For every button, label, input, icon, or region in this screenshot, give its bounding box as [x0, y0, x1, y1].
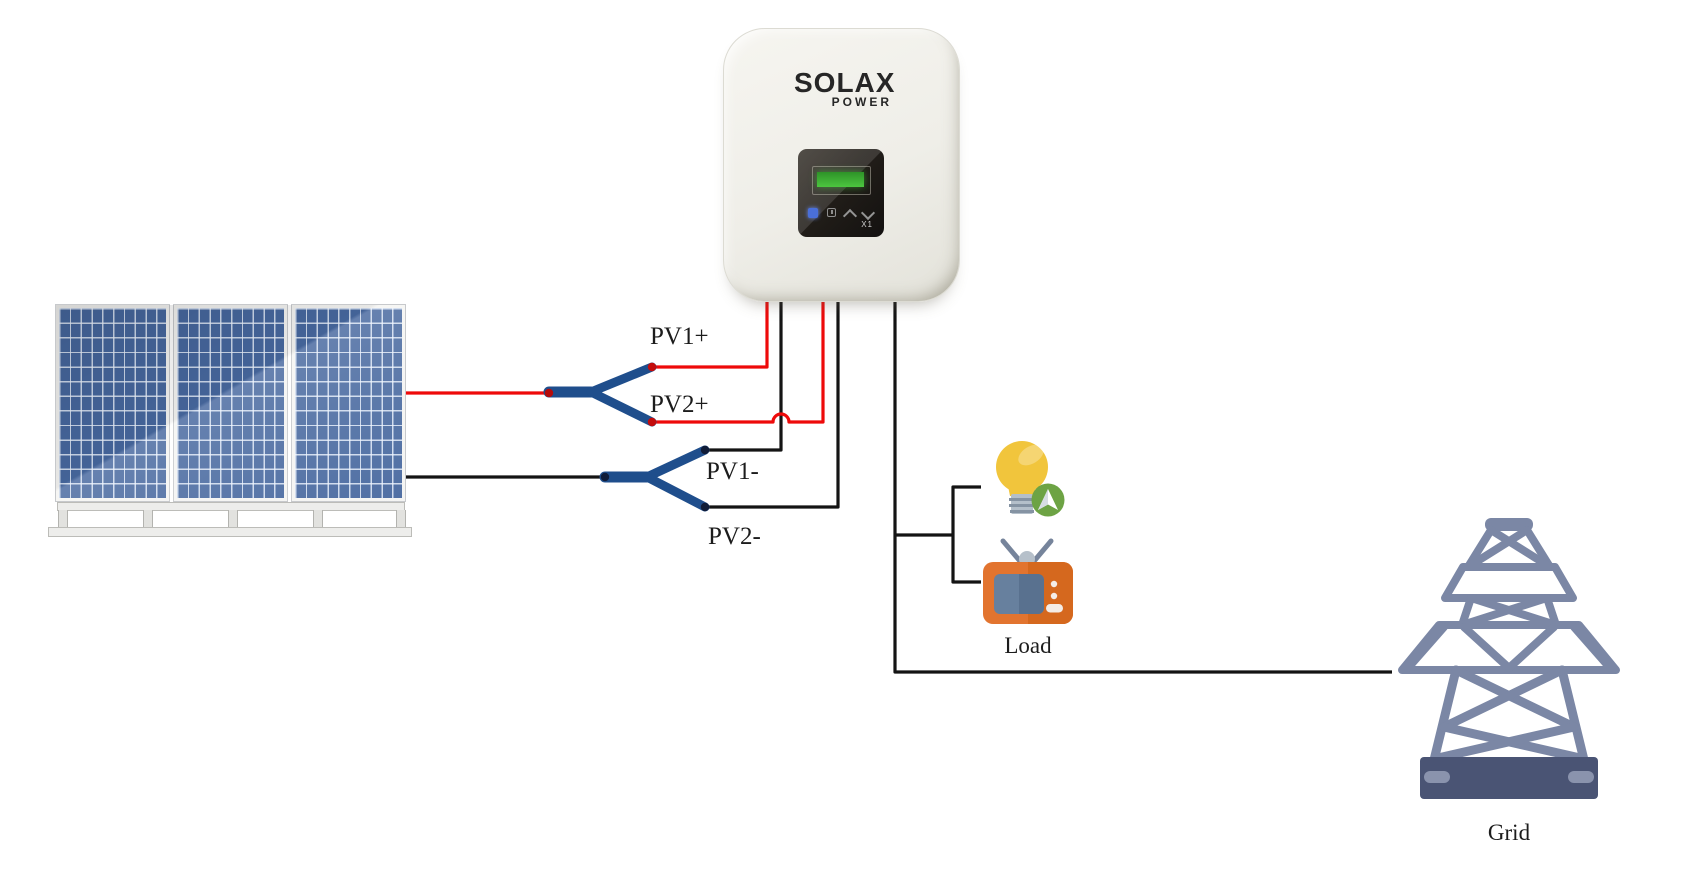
lcd-screen — [817, 172, 864, 187]
pv2-positive-wire — [652, 292, 825, 424]
pv2-plus-label: PV2+ — [650, 391, 709, 418]
solar-panel-module-2 — [173, 304, 288, 502]
tv-antenna — [1000, 538, 1054, 563]
negative-wires — [405, 292, 1392, 674]
brand-text: SOLAX — [794, 67, 896, 98]
pv1-plus-label: PV1+ — [650, 323, 709, 350]
function-button-icon — [808, 208, 818, 218]
tv-screen — [994, 574, 1044, 614]
panel-mount-rail-bottom — [48, 527, 412, 537]
panel-mount-post — [58, 510, 68, 528]
load-bracket — [951, 485, 981, 584]
connector-terminals — [544, 362, 710, 512]
positive-y-arms — [586, 362, 657, 427]
solar-panel-module-1 — [55, 304, 170, 502]
lcd-frame — [812, 166, 871, 195]
panel-mount-post — [228, 510, 238, 528]
pv2-negative-wire — [705, 292, 840, 509]
load-label: Load — [1004, 633, 1052, 658]
solax-logo: SOLAX POWER — [794, 67, 896, 110]
panel-mount-post — [313, 510, 323, 528]
tv-icon — [983, 538, 1073, 624]
model-text: X1 — [861, 220, 873, 229]
pv1-negative-wire — [705, 292, 783, 452]
y-branch-connectors — [543, 362, 710, 512]
positive-wires — [405, 292, 825, 424]
solax-inverter: SOLAX POWER X1 — [723, 28, 960, 302]
grid-label: Grid — [1487, 820, 1531, 845]
solar-panel-module-3 — [291, 304, 406, 502]
negative-y-arms — [642, 445, 710, 512]
ac-output-wire — [893, 295, 1392, 674]
panel-mount-post — [143, 510, 153, 528]
inverter-display-panel: X1 — [798, 149, 884, 237]
light-bulb-icon — [996, 441, 1065, 517]
enter-button-icon — [827, 208, 836, 217]
brand-subtext: POWER — [831, 95, 892, 109]
pv2-minus-label: PV2- — [708, 523, 761, 550]
pv1-minus-label: PV1- — [706, 458, 759, 485]
panel-mount-post — [396, 510, 406, 528]
pv1-positive-wire — [652, 292, 769, 369]
grid-tower-icon — [1398, 518, 1620, 799]
solar-panel-array — [55, 304, 406, 502]
green-arrow-badge — [1031, 483, 1065, 517]
